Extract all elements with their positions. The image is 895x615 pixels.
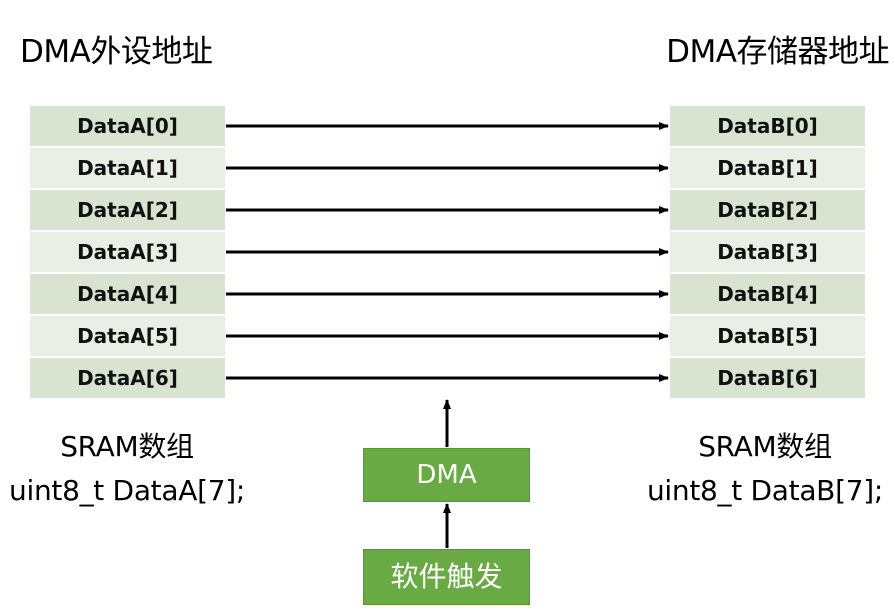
dest-array-declaration: uint8_t DataB[7];	[646, 474, 883, 507]
data-a-cell-6: DataA[6]	[30, 358, 225, 400]
data-b-cell-4: DataB[4]	[670, 274, 865, 316]
data-a-cell-2: DataA[2]	[30, 190, 225, 232]
data-b-cell-3: DataB[3]	[670, 232, 865, 274]
source-array-type: SRAM数组	[60, 430, 194, 463]
data-a-cell-4: DataA[4]	[30, 274, 225, 316]
dest-array-caption: SRAM数组 uint8_t DataB[7];	[640, 425, 890, 513]
data-b-array: DataB[0] DataB[1] DataB[2] DataB[3] Data…	[670, 106, 865, 400]
data-a-cell-1: DataA[1]	[30, 148, 225, 190]
data-a-cell-5: DataA[5]	[30, 316, 225, 358]
peripheral-address-title: DMA外设地址	[20, 34, 213, 70]
source-array-caption: SRAM数组 uint8_t DataA[7];	[0, 425, 254, 513]
data-b-cell-6: DataB[6]	[670, 358, 865, 400]
dma-block: DMA	[363, 448, 530, 502]
memory-address-title: DMA存储器地址	[666, 34, 889, 70]
software-trigger-block: 软件触发	[363, 549, 530, 605]
dest-array-type: SRAM数组	[698, 430, 832, 463]
data-b-cell-0: DataB[0]	[670, 106, 865, 148]
data-a-array: DataA[0] DataA[1] DataA[2] DataA[3] Data…	[30, 106, 225, 400]
data-b-cell-1: DataB[1]	[670, 148, 865, 190]
data-a-cell-3: DataA[3]	[30, 232, 225, 274]
source-array-declaration: uint8_t DataA[7];	[9, 474, 245, 507]
data-b-cell-2: DataB[2]	[670, 190, 865, 232]
data-a-cell-0: DataA[0]	[30, 106, 225, 148]
data-b-cell-5: DataB[5]	[670, 316, 865, 358]
